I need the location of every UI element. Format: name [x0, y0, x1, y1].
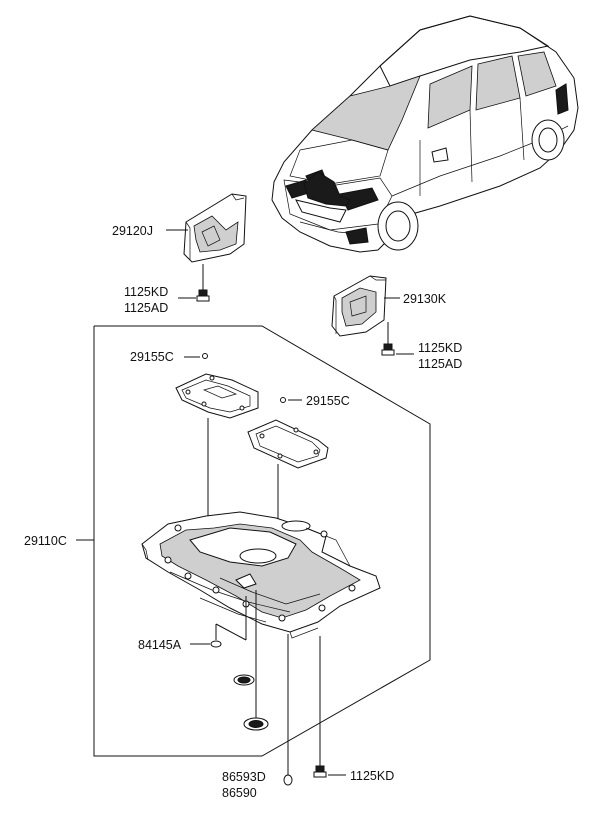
label-clip-2: 86590 — [222, 786, 257, 800]
grommet-2 — [243, 717, 269, 731]
label-under-cover: 29110C — [24, 534, 67, 548]
clip-service-cover-1 — [202, 353, 208, 359]
label-plug: 84145A — [138, 638, 182, 652]
label-bolt-right-2: 1125AD — [418, 357, 462, 371]
label-bolt-right-1: 1125KD — [418, 341, 462, 355]
label-clip-1: 86593D — [222, 770, 266, 784]
bolt-bottom — [313, 765, 327, 778]
bolt-left — [196, 264, 210, 302]
label-service-cover-2: 29155C — [306, 394, 350, 408]
service-cover-2 — [247, 419, 329, 469]
vehicle-illustration — [271, 15, 579, 253]
label-bolt-bottom: 1125KD — [350, 769, 394, 783]
side-cover-right — [331, 275, 387, 337]
clip-service-cover-2 — [280, 397, 286, 403]
service-cover-1 — [175, 373, 259, 419]
assembly-frame — [93, 325, 431, 757]
label-bolt-left-2: 1125AD — [124, 301, 168, 315]
bolt-right — [381, 322, 395, 356]
side-cover-left — [183, 193, 247, 263]
plug-84145A — [210, 640, 222, 648]
label-service-cover-1: 29155C — [130, 350, 174, 364]
grommet-1 — [233, 674, 255, 686]
leader-plug-up-2 — [215, 623, 247, 641]
label-bolt-left-1: 1125KD — [124, 285, 168, 299]
label-side-cover-right: 29130K — [403, 292, 447, 306]
label-side-cover-left: 29120J — [112, 224, 153, 238]
under-cover-main — [141, 511, 381, 639]
clip-86593D — [283, 774, 293, 786]
